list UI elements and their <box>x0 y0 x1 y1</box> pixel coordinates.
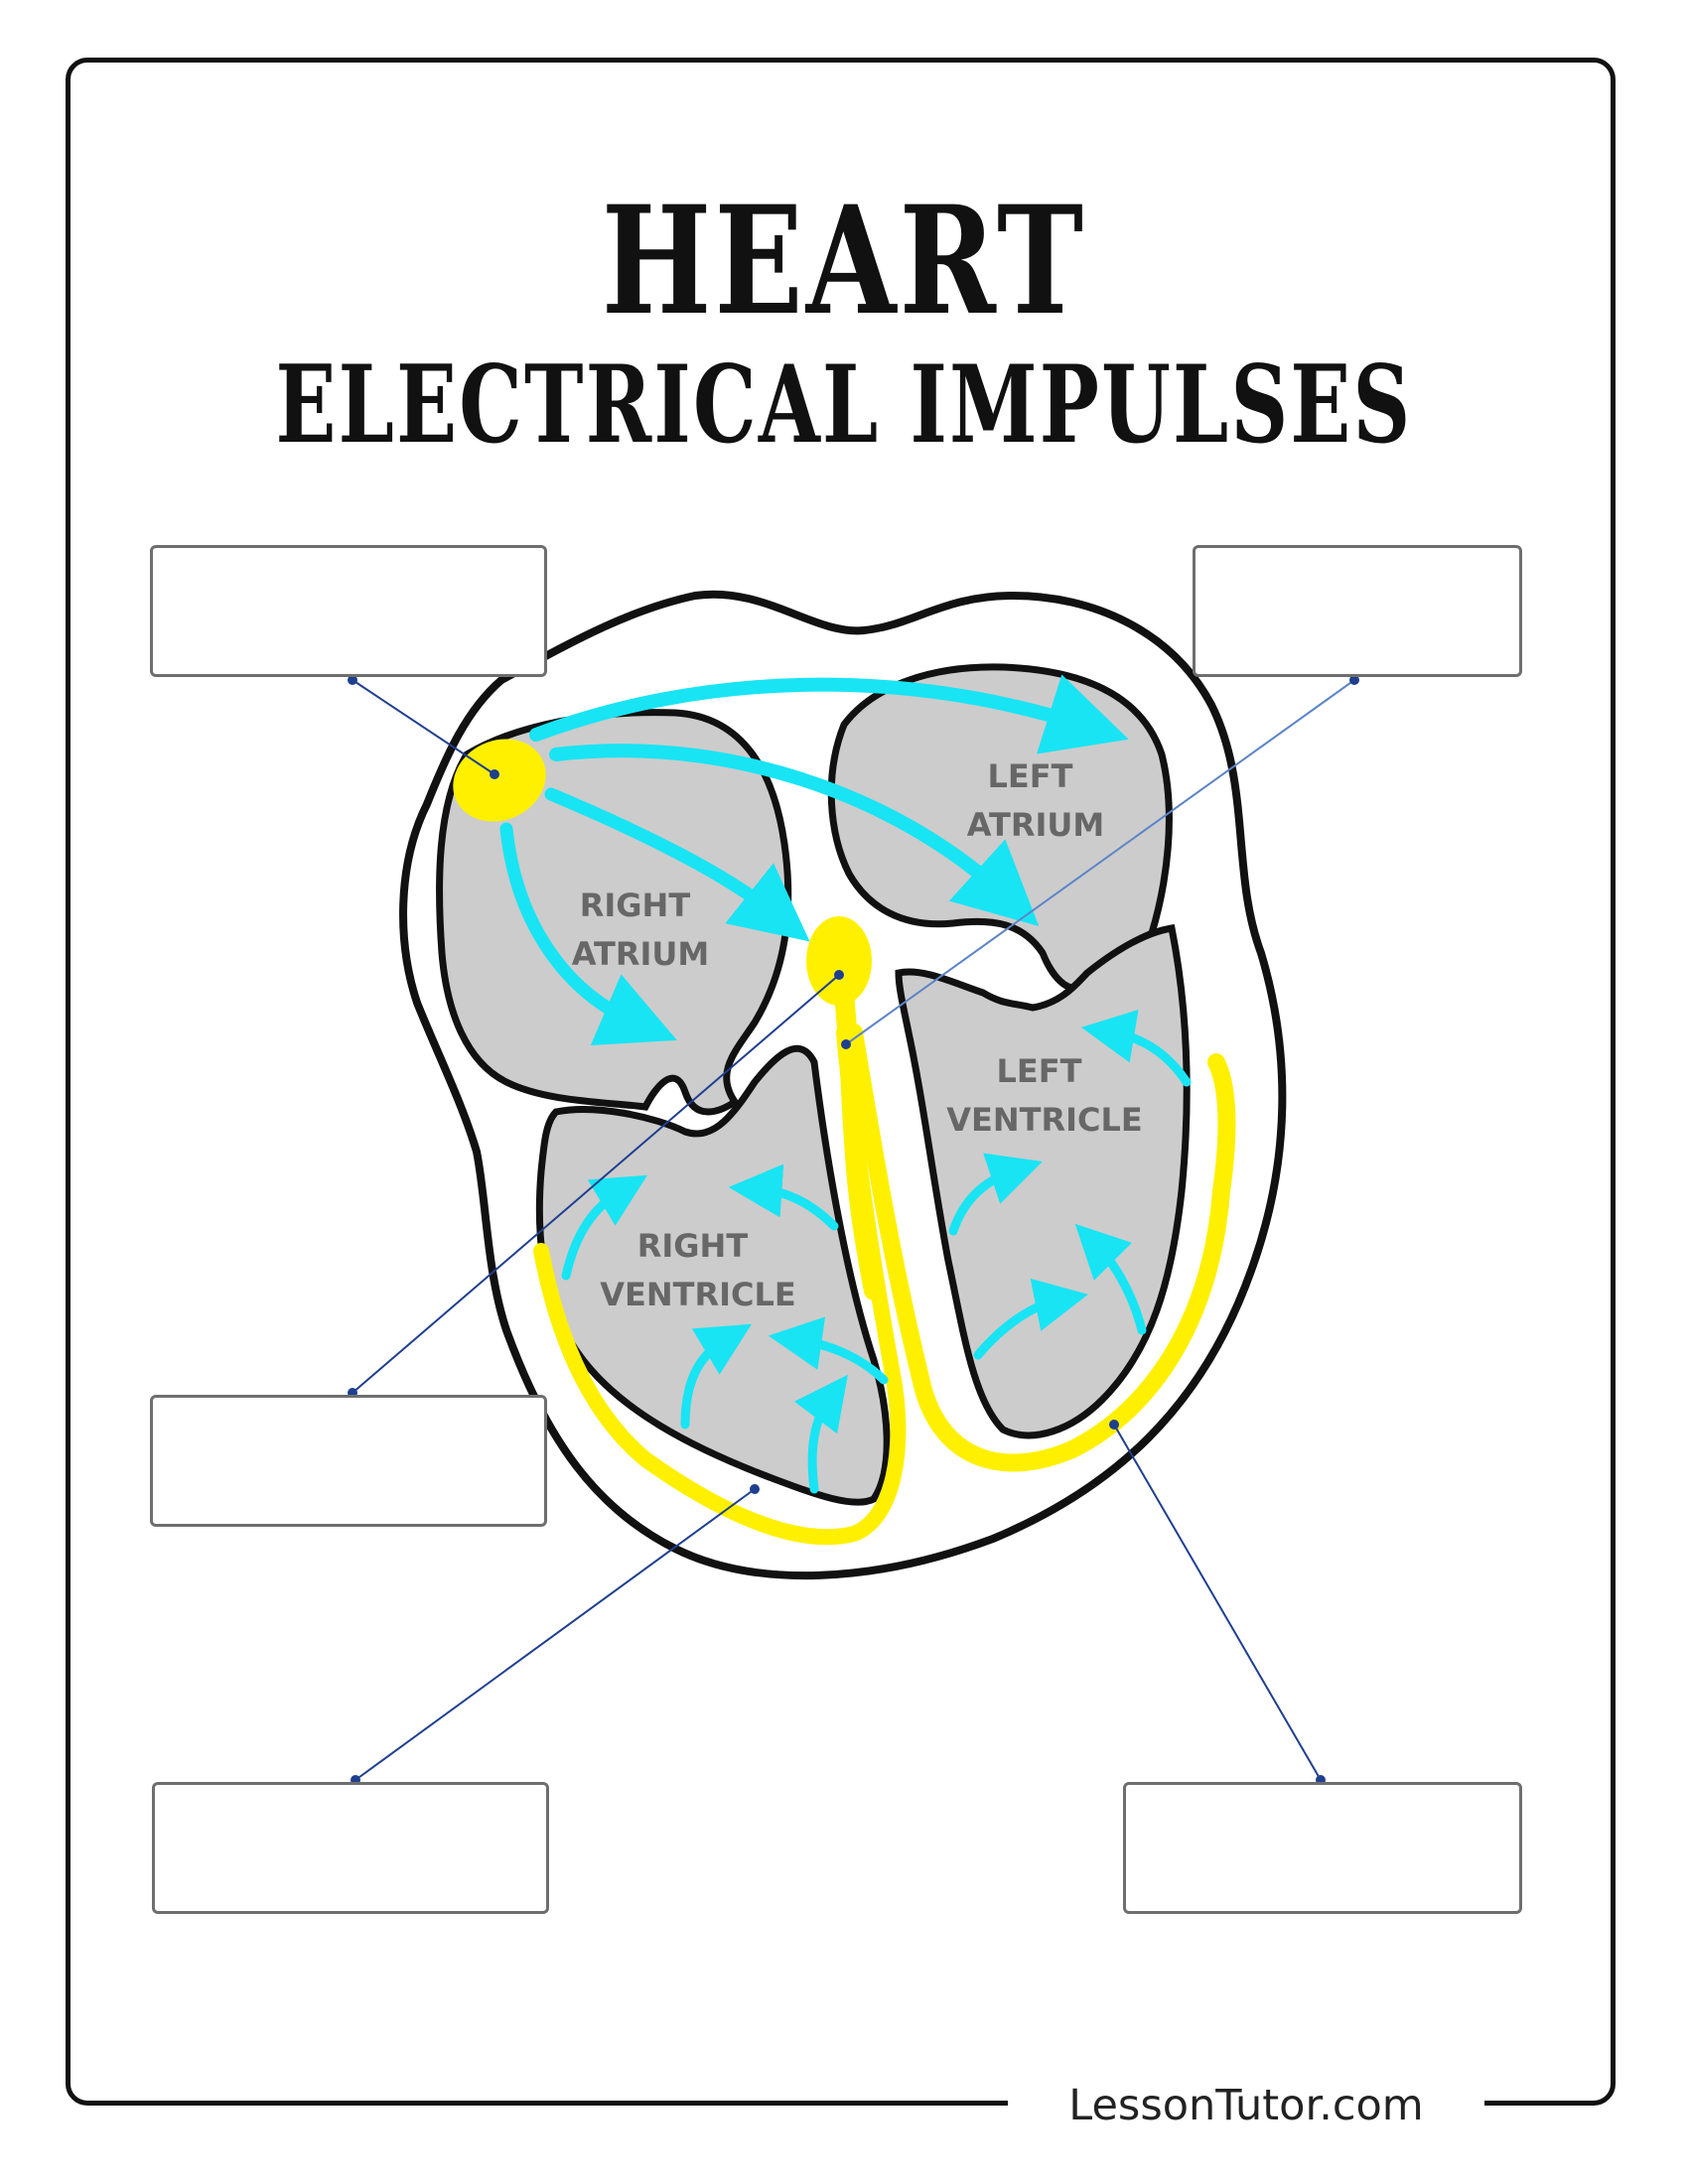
impulse-arrow <box>1074 1223 1147 1335</box>
impulse-arrow <box>793 1374 848 1494</box>
sa-node <box>453 739 546 822</box>
impulse-arrow <box>499 822 677 1046</box>
right-atrium-shape <box>436 709 792 1116</box>
impulse-arrow <box>1080 1010 1192 1087</box>
impulse-arrow <box>549 744 1040 926</box>
impulse-arrow <box>544 787 810 942</box>
leader-dot <box>841 1039 851 1049</box>
footer-site-credit: LessonTutor.com <box>1008 2081 1484 2130</box>
leader-dot <box>750 1484 760 1494</box>
page-title: HEART <box>601 174 1087 348</box>
leader-line <box>1113 1424 1322 1781</box>
page-frame <box>66 58 1616 2106</box>
impulse-arrow <box>561 1174 648 1281</box>
leader-line <box>352 974 840 1394</box>
leader-line <box>352 679 495 775</box>
impulse-arrow <box>973 1278 1088 1360</box>
answer-box-bottom-right[interactable] <box>1123 1782 1522 1914</box>
impulse-arrow <box>768 1316 889 1385</box>
answer-box-top-right[interactable] <box>1193 545 1522 677</box>
right-ventricle-label: RIGHT VENTRICLE <box>600 1227 796 1313</box>
bundle-of-his <box>834 983 884 1300</box>
impulse-arrow <box>948 1153 1043 1236</box>
leader-line <box>845 679 1355 1045</box>
leader-dot <box>834 970 844 980</box>
leader-dot <box>1349 675 1359 685</box>
left-bundle-branch <box>845 1024 1236 1472</box>
page-subtitle: ELECTRICAL IMPULSES <box>275 342 1413 468</box>
leader-line <box>354 1488 756 1781</box>
left-ventricle-label: LEFT VENTRICLE <box>946 1052 1143 1139</box>
impulse-arrows <box>499 674 1192 1494</box>
answer-box-middle-left[interactable] <box>150 1395 547 1527</box>
impulse-arrow <box>728 1163 839 1231</box>
impulse-arrow <box>680 1323 753 1430</box>
leader-dot <box>490 769 499 779</box>
leader-lines <box>348 675 1359 1785</box>
left-atrium-label: LEFT ATRIUM <box>967 757 1104 844</box>
right-atrium-label: RIGHT ATRIUM <box>572 887 709 973</box>
impulse-arrow <box>529 674 1129 754</box>
leader-dot <box>348 675 357 685</box>
leader-dot <box>1109 1420 1119 1430</box>
answer-box-top-left[interactable] <box>150 545 547 677</box>
answer-box-bottom-left[interactable] <box>152 1782 549 1914</box>
av-node <box>806 916 872 1006</box>
